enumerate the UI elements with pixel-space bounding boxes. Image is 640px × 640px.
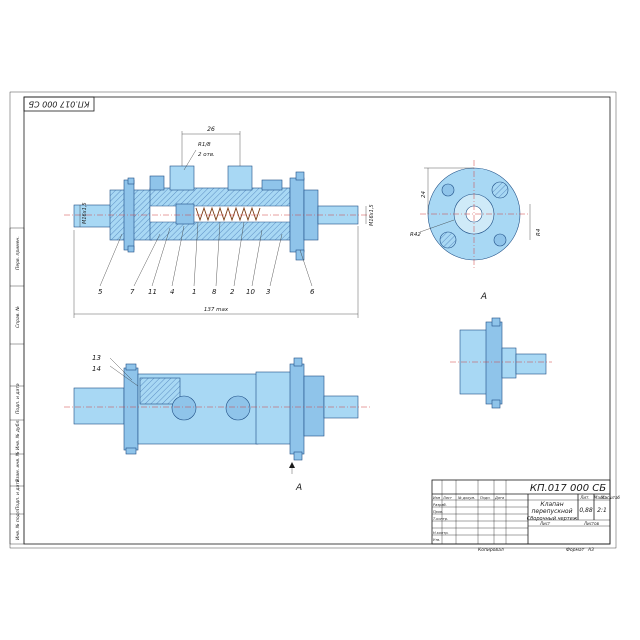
hdr-scale: Масштаб xyxy=(601,495,621,500)
row-razrab: Разраб. xyxy=(433,503,447,507)
col-izm: Изм xyxy=(433,496,440,500)
main-section-view: M16x1,5 M16x1,5 26 R1/8 2 отв. 137 max xyxy=(64,126,375,318)
val-mass: 0,88 xyxy=(579,507,593,514)
bottom-view: 13 14 A xyxy=(64,354,370,493)
dim-m16-left: M16x1,5 xyxy=(82,202,88,224)
arrow-a-label: A xyxy=(295,483,302,493)
callout-10: 10 xyxy=(246,288,255,296)
row-nkontr: Н.контр. xyxy=(433,531,449,535)
callout-group: 5 7 11 4 1 8 2 10 3 6 xyxy=(98,221,315,296)
dim-thread: R1/8 xyxy=(198,142,211,148)
col-date: Дата xyxy=(494,496,504,500)
callout-2: 2 xyxy=(230,288,235,296)
dim-view-c: R4 xyxy=(536,228,542,236)
callout-6: 6 xyxy=(310,288,315,296)
side-label-3: Подп. и дата xyxy=(15,383,21,414)
inner-frame xyxy=(23,96,611,545)
callout-1: 1 xyxy=(192,288,196,296)
hdr-sheets: Листов xyxy=(583,521,600,526)
footer-copied: Копировал xyxy=(478,547,504,553)
dim-overall: 137 max xyxy=(204,307,229,313)
side-label-4: Инв. № дубл. xyxy=(15,419,21,450)
side-label-6: Подп. и дата xyxy=(15,479,21,510)
col-sign: Подп. xyxy=(480,496,491,500)
footer-format: Формат xyxy=(566,547,585,553)
view-a-round: 24 R42 R4 A xyxy=(410,160,542,302)
dim-view-a: 24 xyxy=(421,191,427,198)
callout-4: 4 xyxy=(170,288,174,296)
col-list: Лист xyxy=(442,496,453,500)
side-label-2: Справ. № xyxy=(15,306,21,328)
callout-13: 13 xyxy=(92,354,101,362)
side-label-7: Инв. № подл. xyxy=(15,509,21,540)
title-name-1: Клапан xyxy=(540,501,563,508)
callout-3: 3 xyxy=(266,288,270,296)
row-utv: Утв. xyxy=(433,538,440,542)
title-name-2: перепускной xyxy=(531,508,572,515)
side-label-5: Взам. инв. № xyxy=(15,451,21,482)
side-label-1: Перв. примен. xyxy=(15,236,21,270)
hdr-sheet: Лист xyxy=(539,521,551,526)
val-scale: 2:1 xyxy=(597,507,607,514)
dim-thread-count: 2 отв. xyxy=(198,152,215,158)
callout-7: 7 xyxy=(130,288,135,296)
hdr-lit: Лит. xyxy=(579,495,589,500)
callout-8: 8 xyxy=(212,288,217,296)
col-doc: № докум. xyxy=(457,496,475,500)
dim-m16-right: M16x1,5 xyxy=(369,204,375,226)
dim-26: 26 xyxy=(207,126,215,133)
view-a-label: A xyxy=(480,292,487,302)
rotated-code-text: КП.017 000 СБ xyxy=(28,100,89,109)
footer-format-value: A3 xyxy=(587,547,594,553)
spring xyxy=(195,206,261,222)
title-code: КП.017 000 СБ xyxy=(530,483,606,494)
callout-11: 11 xyxy=(148,288,157,296)
side-strip: Перв. примен. Справ. № Подп. и дата Инв.… xyxy=(9,227,25,545)
hdr-mass: Масса xyxy=(594,495,607,500)
row-tkontr: Т.контр. xyxy=(433,517,448,521)
callout-5: 5 xyxy=(98,288,103,296)
rotated-code-box: КП.017 000 СБ xyxy=(23,96,95,112)
callout-14: 14 xyxy=(92,365,101,373)
dim-view-b: R42 xyxy=(410,232,421,238)
row-prov: Пров. xyxy=(433,510,443,514)
side-view xyxy=(450,317,552,409)
title-block: КП.017 000 СБ Клапан перепускной Сборочн… xyxy=(431,479,621,553)
title-name-3: Сборочный чертеж xyxy=(527,516,578,522)
